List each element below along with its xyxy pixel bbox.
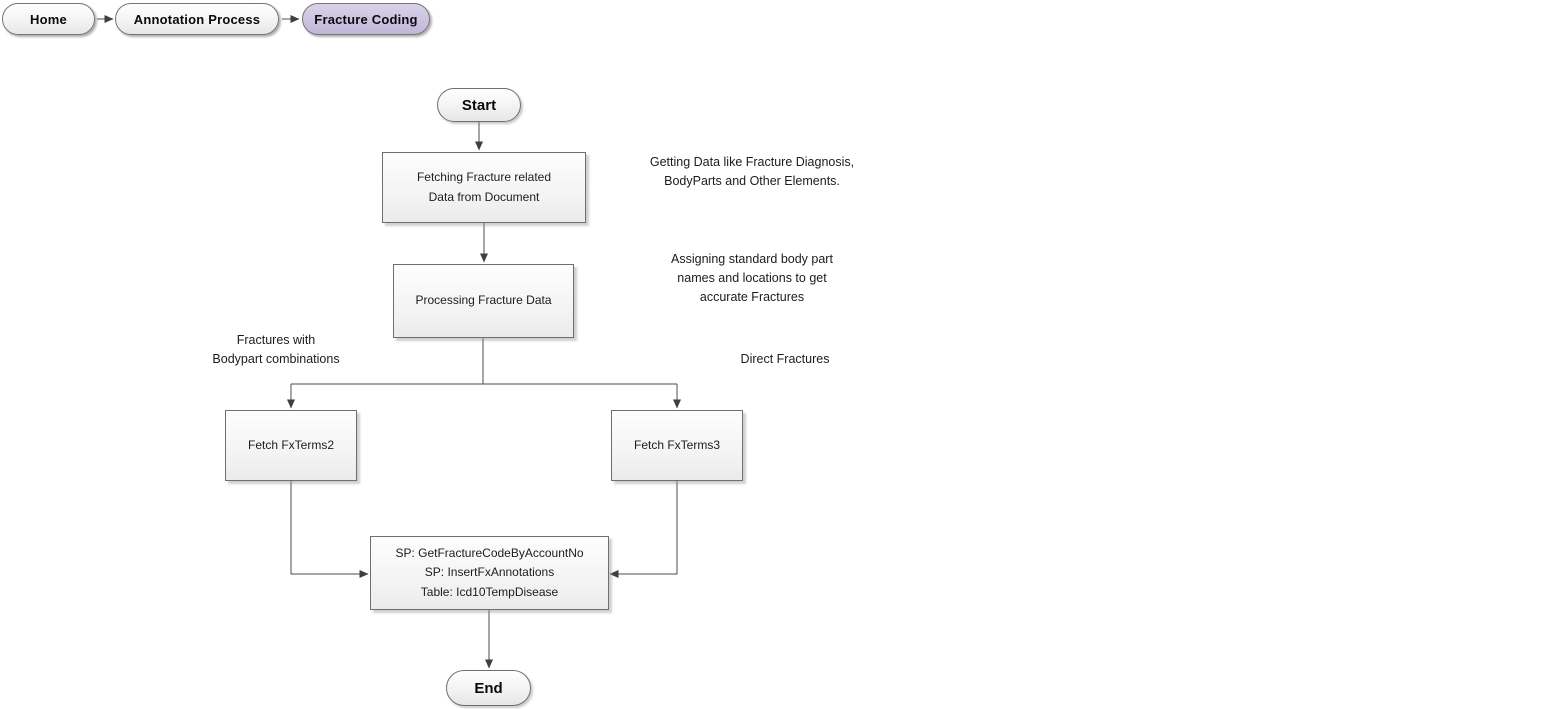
breadcrumb-annotation-process-label: Annotation Process: [133, 11, 261, 27]
breadcrumb-fracture-coding-pill[interactable]: Fracture Coding: [302, 3, 430, 35]
right-branch-label: Direct Fractures: [740, 352, 830, 366]
stored-procedure-node: SP: GetFractureCodeByAccountNo SP: Inser…: [370, 536, 609, 610]
processing-fracture-data-node: Processing Fracture Data: [393, 264, 574, 338]
connector-fxterms2-to-sp: [290, 481, 369, 578]
processing-fracture-data-note: Assigning standard body part names and l…: [671, 252, 833, 304]
connector-fxterms3-to-sp: [609, 481, 678, 578]
fetch-fxterms3-node: Fetch FxTerms3: [611, 410, 743, 481]
left-branch-label: Fractures with Bodypart combinations: [212, 333, 340, 366]
start-node-label: Start: [461, 96, 497, 114]
start-node: Start: [437, 88, 521, 122]
fetch-document-data-label: Fetching Fracture related Data from Docu…: [416, 170, 552, 204]
end-node-label: End: [474, 679, 503, 697]
stored-procedure-label: SP: GetFractureCodeByAccountNo SP: Inser…: [395, 546, 584, 599]
breadcrumb-home-pill[interactable]: Home: [2, 3, 95, 35]
breadcrumb-fracture-coding-label: Fracture Coding: [314, 11, 418, 27]
fetch-fxterms2-node: Fetch FxTerms2: [225, 410, 357, 481]
fetch-fxterms3-label: Fetch FxTerms3: [633, 437, 720, 452]
fetch-document-data-node: Fetching Fracture related Data from Docu…: [382, 152, 586, 223]
processing-fracture-data-label: Processing Fracture Data: [415, 293, 552, 308]
breadcrumb-annotation-process-pill[interactable]: Annotation Process: [115, 3, 279, 35]
fetch-fxterms2-label: Fetch FxTerms2: [247, 437, 334, 452]
breadcrumb-home-label: Home: [30, 11, 67, 27]
end-node: End: [446, 670, 531, 706]
fetch-document-data-note: Getting Data like Fracture Diagnosis, Bo…: [649, 155, 855, 188]
